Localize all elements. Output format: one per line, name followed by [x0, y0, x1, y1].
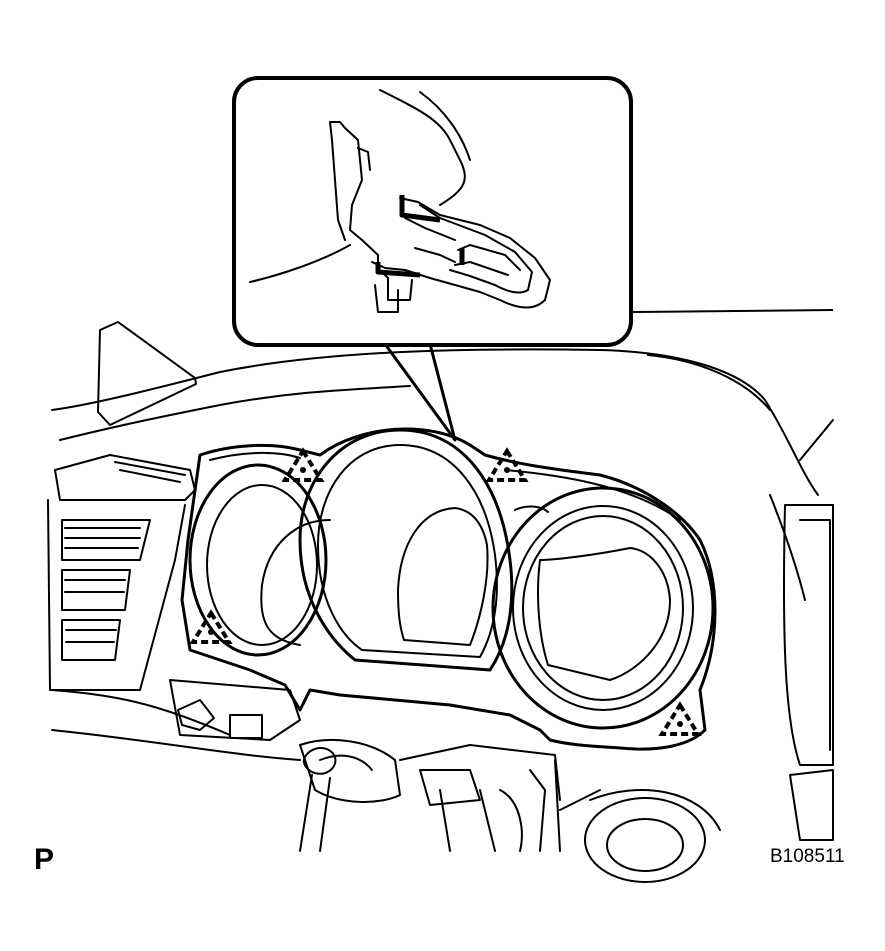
- callout-pointer: [383, 309, 834, 442]
- detail-inset: [232, 76, 633, 347]
- clip-markers: [191, 449, 700, 736]
- triangle-clip-icon: [660, 703, 700, 736]
- dashboard-background: [47, 321, 834, 883]
- view-label: P: [34, 843, 55, 876]
- cluster-finish-panel: [180, 427, 717, 751]
- figure-id-label: B108511: [770, 846, 845, 867]
- triangle-clip-icon: [487, 449, 527, 482]
